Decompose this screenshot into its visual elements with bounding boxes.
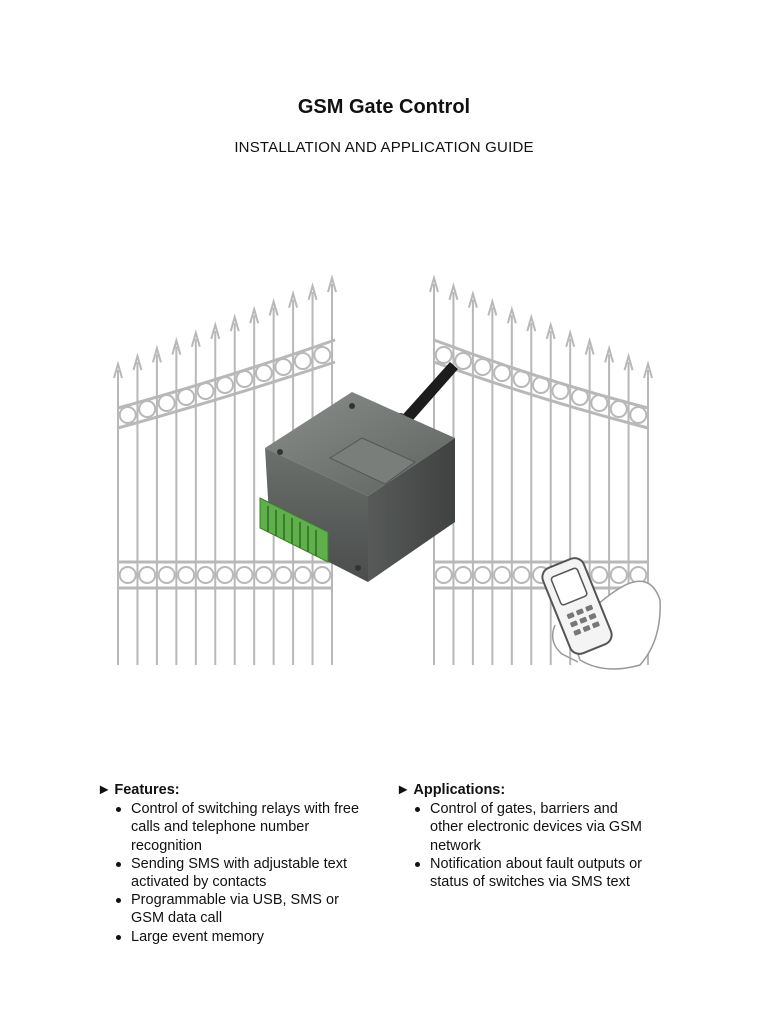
list-item: Sending SMS with adjustable text activat…: [116, 855, 372, 891]
arrow-right-icon: ►: [396, 782, 411, 798]
list-item: Large event memory: [116, 928, 372, 946]
page-subtitle: INSTALLATION AND APPLICATION GUIDE: [234, 139, 534, 156]
mobile-phone-in-hand-icon: [541, 557, 661, 670]
list-item: Control of gates, barriers and other ele…: [415, 800, 646, 855]
arrow-right-icon: ►: [97, 782, 112, 798]
applications-heading: ►Applications:: [396, 782, 506, 798]
gate-illustration: [113, 274, 661, 670]
list-item: Notification about fault outputs or stat…: [415, 855, 646, 891]
applications-list: Control of gates, barriers and other ele…: [396, 800, 646, 891]
features-section: ►Features: Control of switching relays w…: [97, 781, 372, 946]
list-item: Control of switching relays with free ca…: [116, 800, 372, 855]
features-heading: ►Features:: [97, 782, 180, 798]
applications-section: ►Applications: Control of gates, barrier…: [396, 781, 646, 891]
features-list: Control of switching relays with free ca…: [97, 800, 372, 946]
page-title: GSM Gate Control: [297, 96, 471, 118]
gsm-module-icon: [259, 362, 458, 582]
list-item: Programmable via USB, SMS or GSM data ca…: [116, 891, 372, 927]
